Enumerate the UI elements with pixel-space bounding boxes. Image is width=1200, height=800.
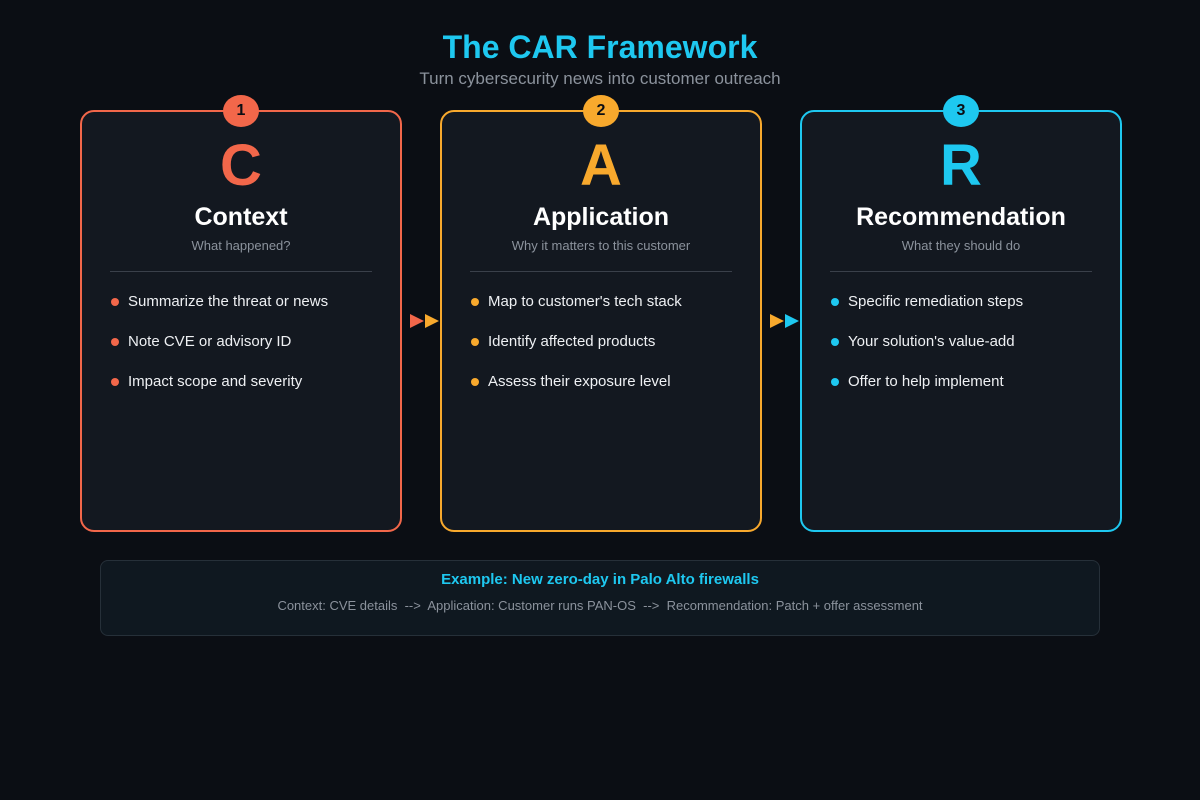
bullet-dot-icon	[111, 338, 119, 346]
bullet-text: Impact scope and severity	[128, 373, 303, 390]
context-card: 1 C Context What happened? Summarize the…	[80, 95, 402, 532]
step-badge-3: 3	[943, 95, 979, 127]
recommendation-heading: Recommendation	[856, 203, 1066, 231]
list-item: Your solution's value-add	[830, 330, 1100, 370]
list-item: Impact scope and severity	[110, 370, 380, 410]
bullet-text: Your solution's value-add	[848, 333, 1015, 350]
double-arrow-icon	[770, 314, 799, 328]
application-letter: A	[580, 133, 622, 198]
card-divider	[110, 271, 372, 272]
context-description: What happened?	[191, 238, 291, 253]
application-heading: Application	[532, 203, 670, 231]
list-item: Summarize the threat or news	[110, 290, 380, 330]
bullet-text: Summarize the threat or news	[128, 293, 329, 310]
step-badge-2: 2	[583, 95, 619, 127]
step-badge-1: 1	[223, 95, 259, 127]
recommendation-card: 3 R Recommendation What they should do S…	[800, 95, 1122, 532]
diagram-title: The CAR Framework	[442, 29, 758, 65]
list-item: Assess their exposure level	[470, 370, 740, 410]
context-bullet-list: Summarize the threat or news Note CVE or…	[110, 290, 380, 410]
bullet-text: Specific remediation steps	[848, 293, 1024, 310]
bullet-dot-icon	[111, 298, 119, 306]
bullet-text: Identify affected products	[488, 333, 656, 350]
bullet-dot-icon	[831, 298, 839, 306]
example-box: Example: New zero-day in Palo Alto firew…	[100, 560, 1100, 636]
example-title: Example: New zero-day in Palo Alto firew…	[441, 571, 759, 588]
card-divider	[830, 271, 1092, 272]
bullet-dot-icon	[831, 378, 839, 386]
list-item: Identify affected products	[470, 330, 740, 370]
recommendation-description: What they should do	[901, 238, 1021, 253]
bullet-text: Offer to help implement	[848, 373, 1004, 390]
double-arrow-icon	[410, 314, 439, 328]
bullet-text: Assess their exposure level	[488, 373, 671, 390]
bullet-dot-icon	[111, 378, 119, 386]
diagram-subtitle: Turn cybersecurity news into customer ou…	[419, 69, 781, 88]
bullet-dot-icon	[831, 338, 839, 346]
context-letter: C	[220, 133, 262, 198]
context-heading: Context	[194, 203, 288, 231]
bullet-dot-icon	[471, 378, 479, 386]
list-item: Offer to help implement	[830, 370, 1100, 410]
bullet-text: Note CVE or advisory ID	[128, 333, 292, 350]
card-divider	[470, 271, 732, 272]
list-item: Specific remediation steps	[830, 290, 1100, 330]
list-item: Note CVE or advisory ID	[110, 330, 380, 370]
bullet-dot-icon	[471, 338, 479, 346]
bullet-text: Map to customer's tech stack	[488, 293, 682, 310]
bullet-dot-icon	[471, 298, 479, 306]
application-bullet-list: Map to customer's tech stack Identify af…	[470, 290, 740, 410]
list-item: Map to customer's tech stack	[470, 290, 740, 330]
application-description: Why it matters to this customer	[511, 238, 691, 253]
application-card: 2 A Application Why it matters to this c…	[440, 95, 762, 532]
recommendation-bullet-list: Specific remediation steps Your solution…	[830, 290, 1100, 410]
recommendation-letter: R	[940, 133, 982, 198]
example-flow: Context: CVE details --> Application: Cu…	[277, 598, 923, 613]
